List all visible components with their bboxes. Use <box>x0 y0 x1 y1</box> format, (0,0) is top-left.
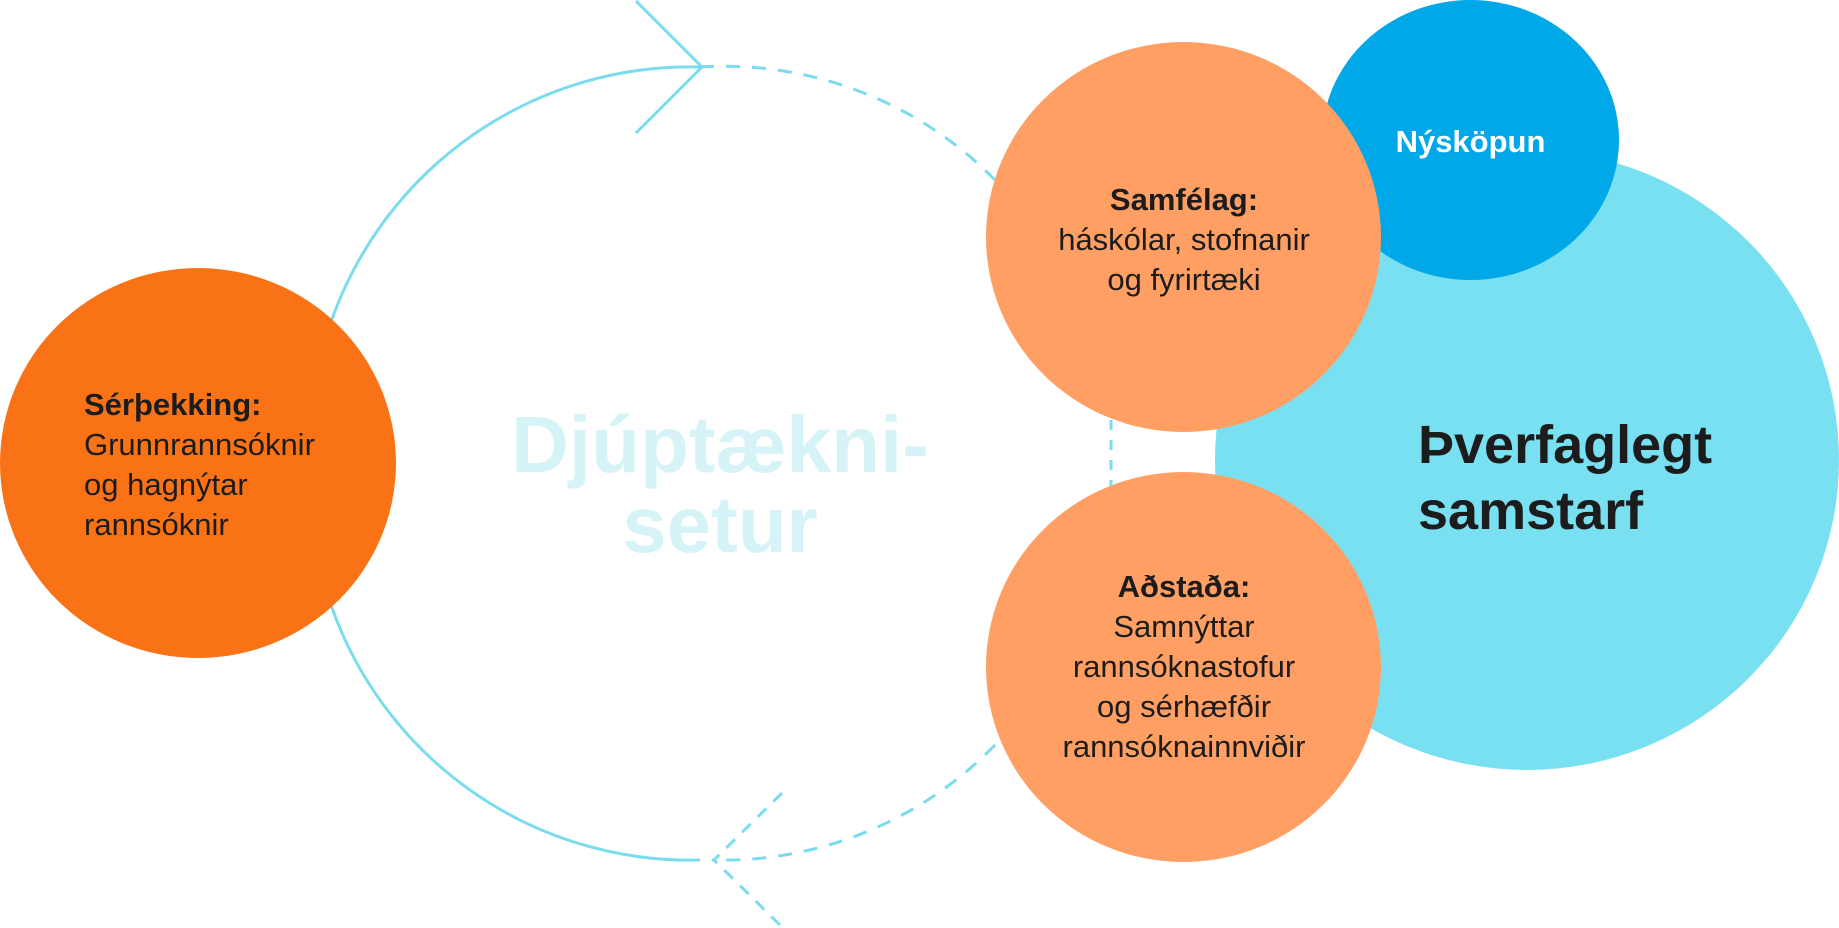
adstada-label: Aðstaða: Samnýttar rannsóknastofur og sé… <box>1000 567 1368 767</box>
cycle-arc-dashed-top <box>699 64 997 182</box>
adstada-line-3: og sérhæfðir <box>1096 689 1272 724</box>
cycle-arc-dashed-bottom <box>711 743 997 862</box>
samfelag-line-2: og fyrirtæki <box>1107 262 1261 297</box>
nyskopun-label: Nýsköpun <box>1395 124 1546 159</box>
adstada-line-4: rannsóknainnviðir <box>1062 729 1306 764</box>
samfelag-line-1: háskólar, stofnanir <box>1058 222 1310 257</box>
arrow-head-top <box>634 0 705 135</box>
samfelag-circle <box>986 42 1381 432</box>
thverfaglegt-label: Þverfaglegt samstarf <box>1418 412 1818 544</box>
adstada-line-2: rannsóknastofur <box>1072 649 1296 684</box>
serthekking-heading: Sérþekking: <box>84 387 262 422</box>
center-title: Djúptækni- setur <box>440 405 1000 565</box>
samfelag-label: Samfélag: háskólar, stofnanir og fyrirtæ… <box>1000 180 1368 300</box>
thverfaglegt-line-1: Þverfaglegt <box>1418 415 1713 475</box>
serthekking-line-1: Grunnrannsóknir <box>84 427 315 462</box>
adstada-line-1: Samnýttar <box>1113 609 1255 644</box>
adstada-circle <box>986 472 1381 862</box>
arrow-head-bottom <box>711 791 784 928</box>
adstada-heading: Aðstaða: <box>1117 569 1251 604</box>
center-title-line2: setur <box>622 480 818 569</box>
cycle-arc-solid <box>329 65 701 323</box>
serthekking-line-3: rannsóknir <box>84 507 229 542</box>
cycle-arc-solid-lower <box>329 604 701 862</box>
center-title-line1: Djúptækni- <box>511 400 929 489</box>
serthekking-line-2: og hagnýtar <box>84 467 248 502</box>
thverfaglegt-line-2: samstarf <box>1418 481 1644 541</box>
serthekking-circle <box>0 268 396 658</box>
samfelag-heading: Samfélag: <box>1109 182 1259 217</box>
serthekking-label: Sérþekking: Grunnrannsóknir og hagnýtar … <box>84 385 384 545</box>
